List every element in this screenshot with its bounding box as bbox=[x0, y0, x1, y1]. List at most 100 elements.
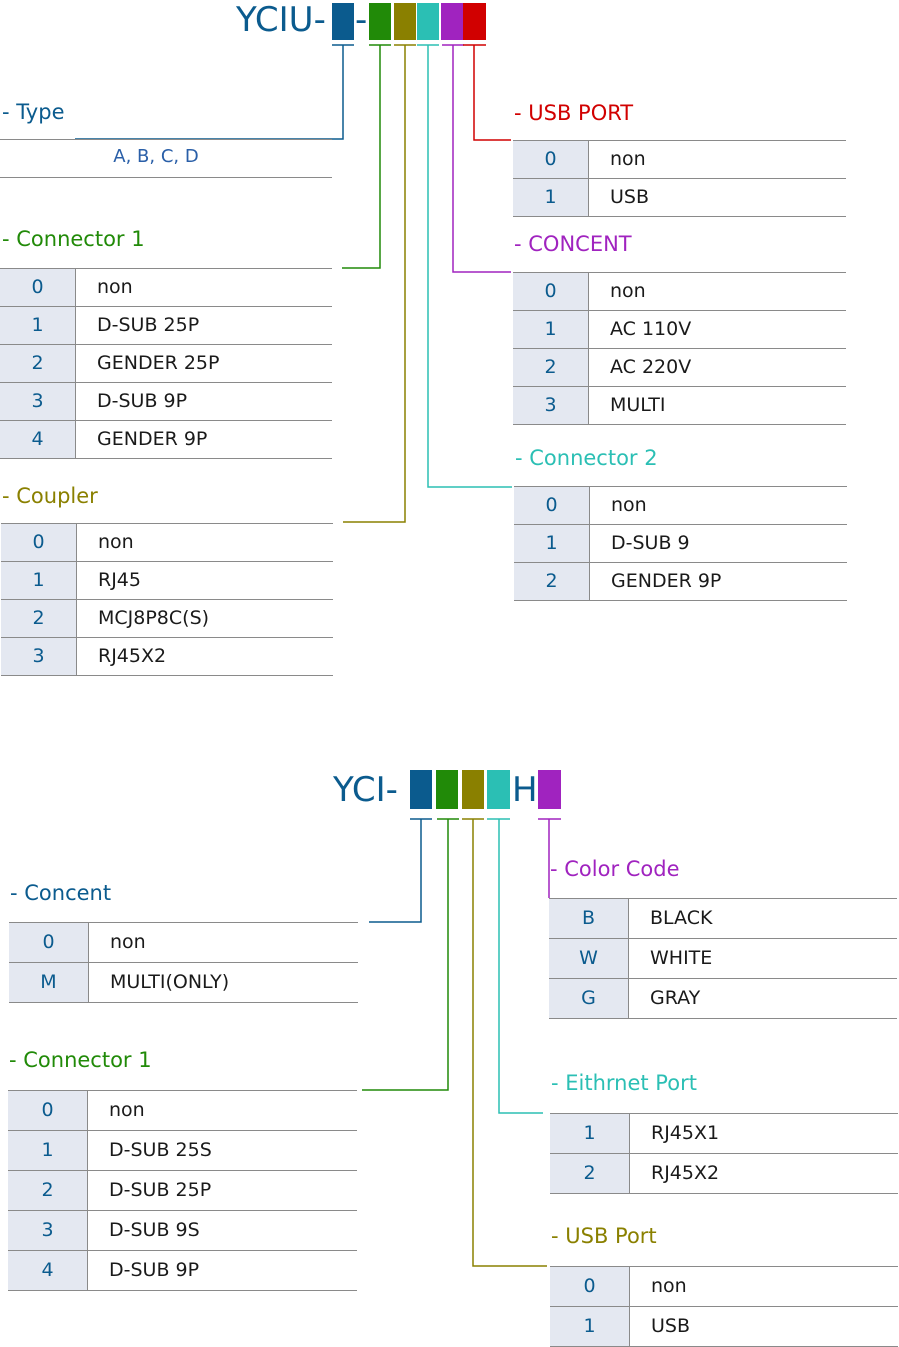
part2-ethernet-box bbox=[487, 770, 510, 809]
option-row: B BLACK bbox=[549, 899, 897, 939]
part2-connector1-title: - Connector 1 bbox=[9, 1048, 152, 1072]
option-description: D-SUB 9P bbox=[97, 390, 188, 412]
option-code: 0 bbox=[514, 487, 590, 524]
option-code: 2 bbox=[0, 345, 76, 382]
option-row: 0 non bbox=[0, 269, 332, 307]
part1-coupler-title: - Coupler bbox=[2, 484, 98, 508]
option-code: 0 bbox=[550, 1267, 630, 1306]
option-code: 2 bbox=[514, 563, 590, 600]
part1-usb-title: - USB PORT bbox=[514, 101, 634, 125]
option-code: 0 bbox=[0, 269, 76, 306]
part1-type-values: A, B, C, D bbox=[113, 146, 199, 167]
option-description: non bbox=[611, 494, 647, 516]
option-description: BLACK bbox=[650, 907, 713, 929]
part2-color-box bbox=[538, 770, 561, 809]
option-description: non bbox=[97, 276, 133, 298]
option-description: GRAY bbox=[650, 987, 701, 1009]
part2-connector1-box bbox=[436, 770, 458, 809]
option-description: D-SUB 9P bbox=[109, 1259, 200, 1281]
option-description: USB bbox=[651, 1315, 691, 1337]
part1-connector2-title: - Connector 2 bbox=[515, 446, 658, 470]
option-code: M bbox=[9, 963, 89, 1002]
option-row: 1 RJ45 bbox=[1, 562, 333, 600]
part2-code-prefix: YCI- bbox=[333, 770, 398, 810]
option-code: 1 bbox=[550, 1114, 630, 1153]
option-row: 0 non bbox=[514, 487, 847, 525]
option-description: non bbox=[109, 1099, 145, 1121]
option-code: B bbox=[549, 899, 629, 938]
option-row: 1 USB bbox=[513, 179, 846, 217]
option-row: 1 USB bbox=[550, 1307, 898, 1347]
option-code: 0 bbox=[513, 141, 589, 178]
option-description: non bbox=[610, 280, 646, 302]
option-row: 1 D-SUB 25P bbox=[0, 307, 332, 345]
part1-type-line bbox=[0, 139, 332, 140]
option-description: MULTI bbox=[610, 394, 666, 416]
part2-usb-table: 0 non 1 USB bbox=[550, 1266, 898, 1347]
option-description: RJ45 bbox=[98, 569, 141, 591]
option-row: 1 D-SUB 9 bbox=[514, 525, 847, 563]
option-code: 2 bbox=[550, 1154, 630, 1193]
option-code: 1 bbox=[514, 525, 590, 562]
option-code: 3 bbox=[8, 1211, 88, 1250]
option-description: WHITE bbox=[650, 947, 713, 969]
part1-connector1-title: - Connector 1 bbox=[2, 227, 145, 251]
option-row: W WHITE bbox=[549, 939, 897, 979]
option-description: D-SUB 25S bbox=[109, 1139, 212, 1161]
option-row: 3 D-SUB 9S bbox=[8, 1211, 357, 1251]
option-description: MCJ8P8C(S) bbox=[98, 607, 210, 629]
option-row: G GRAY bbox=[549, 979, 897, 1019]
option-row: 1 RJ45X1 bbox=[550, 1114, 898, 1154]
part2-ethernet-title: - Eithrnet Port bbox=[551, 1071, 697, 1095]
option-description: D-SUB 25P bbox=[109, 1179, 212, 1201]
option-row: 2 D-SUB 25P bbox=[8, 1171, 357, 1211]
option-code: 0 bbox=[8, 1091, 88, 1130]
option-code: W bbox=[549, 939, 629, 978]
option-code: 1 bbox=[550, 1307, 630, 1346]
option-description: D-SUB 9S bbox=[109, 1219, 200, 1241]
part1-type-title: - Type bbox=[2, 100, 65, 124]
part1-code-separator: - bbox=[355, 0, 368, 40]
option-code: 2 bbox=[8, 1171, 88, 1210]
part2-code-middle: H bbox=[512, 770, 538, 810]
part1-code-prefix: YCIU- bbox=[236, 0, 326, 40]
part1-concent-title: - CONCENT bbox=[514, 232, 632, 256]
option-description: non bbox=[651, 1275, 687, 1297]
option-code: 1 bbox=[513, 179, 589, 216]
option-row: 2 MCJ8P8C(S) bbox=[1, 600, 333, 638]
option-description: GENDER 25P bbox=[97, 352, 220, 374]
option-description: GENDER 9P bbox=[611, 570, 722, 592]
option-description: non bbox=[98, 531, 134, 553]
option-code: 1 bbox=[1, 562, 77, 599]
option-description: RJ45X1 bbox=[651, 1122, 720, 1144]
option-code: 0 bbox=[513, 273, 589, 310]
option-description: D-SUB 25P bbox=[97, 314, 200, 336]
part1-type-bottom-line bbox=[0, 177, 332, 178]
option-row: 3 MULTI bbox=[513, 387, 846, 425]
option-code: 3 bbox=[513, 387, 589, 424]
part1-connector2-box bbox=[417, 3, 439, 40]
part2-concent-box bbox=[410, 770, 432, 809]
option-code: 1 bbox=[0, 307, 76, 344]
option-code: 4 bbox=[0, 421, 76, 458]
option-description: non bbox=[110, 931, 146, 953]
option-description: D-SUB 9 bbox=[611, 532, 690, 554]
option-code: G bbox=[549, 979, 629, 1018]
option-description: USB bbox=[610, 186, 650, 208]
option-code: 2 bbox=[1, 600, 77, 637]
option-code: 3 bbox=[1, 638, 77, 675]
